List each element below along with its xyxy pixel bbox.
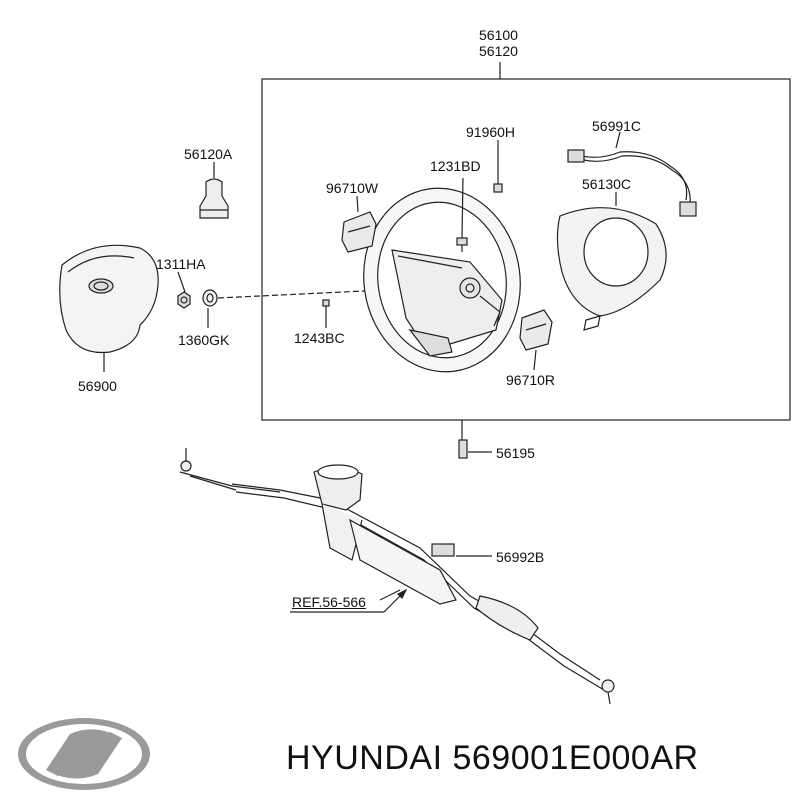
steering-gear-rack xyxy=(179,448,615,705)
part-56130C xyxy=(556,192,667,331)
label-96710R: 96710R xyxy=(506,372,556,388)
part-1360GK xyxy=(202,289,218,328)
part-56120A xyxy=(199,162,229,219)
part-56900 xyxy=(59,244,159,372)
part-91960H xyxy=(493,140,503,193)
part-1311HA xyxy=(177,271,191,309)
part-1231BD xyxy=(456,177,468,252)
label-ref-56-566: REF.56-566 xyxy=(292,594,366,610)
steering-wheel xyxy=(363,187,521,373)
label-56120: 56120 xyxy=(479,43,518,59)
steering-wheel-assembly-box xyxy=(261,78,791,421)
label-1231BD: 1231BD xyxy=(430,158,481,174)
label-56130C: 56130C xyxy=(582,176,632,192)
label-56195: 56195 xyxy=(496,445,535,461)
label-1243BC: 1243BC xyxy=(294,330,345,346)
label-56900: 56900 xyxy=(78,378,117,394)
label-56120A: 56120A xyxy=(184,146,233,162)
hyundai-logo-icon xyxy=(18,718,150,790)
label-1360GK: 1360GK xyxy=(178,332,230,348)
label-1311HA: 1311HA xyxy=(156,256,206,272)
part-56991C xyxy=(567,131,697,217)
label-56992B: 56992B xyxy=(496,549,545,565)
part-96710W xyxy=(341,195,377,253)
label-56991C: 56991C xyxy=(592,118,642,134)
part-96710R xyxy=(519,309,553,371)
part-1243BC xyxy=(322,299,330,328)
part-56195 xyxy=(458,420,492,459)
label-96710W: 96710W xyxy=(326,180,379,196)
ref-leader xyxy=(290,588,408,613)
part-number-caption: HYUNDAI 569001E000AR xyxy=(286,739,699,777)
label-91960H: 91960H xyxy=(466,124,516,140)
label-56100: 56100 xyxy=(479,27,518,43)
